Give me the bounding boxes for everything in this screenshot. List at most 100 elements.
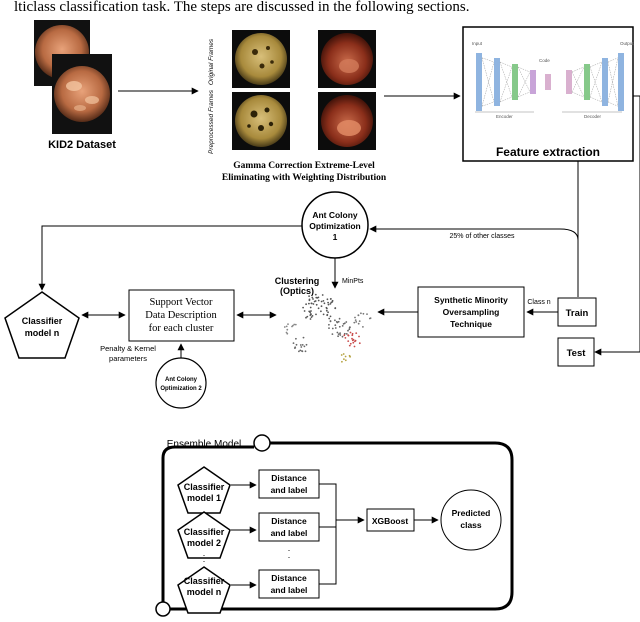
classifier-main-line2: model n bbox=[25, 328, 60, 338]
scatter-point bbox=[357, 322, 360, 325]
ensemble-classifier-n-line2: model n bbox=[187, 587, 222, 597]
scatter-point bbox=[326, 307, 328, 310]
distance-box-2-line2: and label bbox=[271, 528, 308, 538]
scatter-point bbox=[349, 331, 352, 334]
scatter-point bbox=[334, 307, 337, 310]
scatter-point bbox=[286, 328, 289, 331]
autoencoder-layer bbox=[566, 70, 572, 94]
scatter-point bbox=[362, 312, 365, 315]
autoencoder-connection bbox=[517, 91, 531, 98]
scatter-point bbox=[331, 299, 334, 302]
scatter-point bbox=[323, 302, 326, 305]
scatter-point bbox=[343, 332, 346, 335]
penalty-line2: parameters bbox=[109, 354, 147, 363]
scatter-point bbox=[342, 353, 345, 355]
autoencoder-connection bbox=[571, 66, 585, 73]
scatter-point bbox=[305, 303, 307, 306]
preprocessing-caption-line1: Gamma Correction Extreme-Level bbox=[233, 161, 375, 171]
autoencoder-layer bbox=[512, 64, 518, 100]
predicted-line1: Predicted bbox=[452, 508, 491, 518]
autoencoder-diagram: Input Output Code Encoder Decoder bbox=[472, 41, 634, 119]
scatter-point bbox=[287, 323, 289, 325]
scatter-point bbox=[305, 343, 308, 346]
scatter-point bbox=[340, 354, 343, 356]
ensemble-ellipsis-2: . bbox=[203, 554, 206, 564]
scatter-point bbox=[295, 337, 297, 340]
scatter-point bbox=[349, 326, 351, 328]
aco2-node bbox=[155, 357, 207, 409]
autoencoder-connection bbox=[499, 61, 513, 98]
autoencoder-connection bbox=[571, 91, 585, 98]
scatter-point bbox=[360, 312, 362, 315]
autoencoder-encoder-label: Encoder bbox=[496, 114, 513, 119]
distance-box-1-line2: and label bbox=[271, 485, 308, 495]
aco2-line2: Optimization 2 bbox=[160, 386, 202, 392]
scatter-point bbox=[308, 299, 311, 302]
scatter-point bbox=[301, 350, 303, 352]
scatter-point bbox=[309, 314, 312, 316]
train-box bbox=[557, 297, 597, 327]
autoencoder-connection bbox=[589, 96, 603, 103]
autoencoder-connection bbox=[517, 66, 531, 73]
row-label-preprocessed: Preprocessed Frames bbox=[208, 89, 215, 154]
autoencoder-connection bbox=[589, 61, 603, 98]
arrow-features-to-test bbox=[594, 95, 640, 356]
preprocessing-frames: Original Frames Preprocessed Frames bbox=[208, 30, 376, 154]
scatter-point bbox=[310, 310, 312, 312]
class-n-label: Class n bbox=[527, 299, 550, 306]
scatter-point bbox=[299, 349, 302, 352]
scatter-point bbox=[341, 360, 343, 363]
scatter-point bbox=[339, 334, 342, 336]
ensemble-start-node bbox=[253, 434, 271, 452]
autoencoder-connection bbox=[607, 101, 619, 107]
autoencoder-code-label: Code bbox=[539, 58, 550, 63]
scatter-point bbox=[355, 321, 358, 323]
classifier-main-line1: Classifier bbox=[22, 316, 63, 326]
other-classes-label: 25% of other classes bbox=[450, 233, 515, 240]
scatter-point bbox=[308, 295, 310, 297]
scatter-point bbox=[335, 320, 338, 323]
scatter-point bbox=[351, 332, 354, 335]
scatter-point bbox=[305, 316, 307, 319]
scatter-point bbox=[337, 320, 340, 323]
scatter-point bbox=[328, 317, 331, 320]
penalty-line1: Penalty & Kernel bbox=[100, 344, 156, 353]
ensemble-outer-line bbox=[170, 441, 514, 611]
autoencoder-connection bbox=[571, 66, 585, 93]
scatter-point bbox=[283, 326, 286, 328]
scatter-point bbox=[354, 316, 356, 319]
svdd-box bbox=[128, 289, 235, 342]
scatter-point bbox=[337, 333, 340, 335]
scatter-point bbox=[341, 325, 344, 327]
scatter-point bbox=[334, 324, 337, 327]
scatter-point bbox=[310, 302, 313, 305]
ensemble-classifier-2 bbox=[177, 511, 231, 559]
scatter-point bbox=[312, 303, 315, 305]
aco1-line1: Ant Colony bbox=[312, 210, 358, 220]
scatter-point bbox=[331, 333, 334, 335]
scatter-point bbox=[315, 313, 317, 316]
scatter-point bbox=[320, 310, 322, 313]
scatter-point bbox=[334, 327, 337, 329]
scatter-point bbox=[306, 315, 309, 318]
svdd-line3: for each cluster bbox=[149, 323, 214, 334]
scatter-point bbox=[366, 313, 368, 315]
feature-extraction-label: Feature extraction bbox=[496, 145, 600, 159]
scatter-point bbox=[328, 323, 330, 326]
scatter-point bbox=[329, 303, 332, 305]
scatter-point bbox=[326, 298, 329, 301]
scatter-point bbox=[330, 298, 332, 300]
ensemble-inner-line bbox=[161, 445, 254, 602]
classifier-model-n bbox=[4, 291, 80, 359]
row-label-original: Original Frames bbox=[208, 38, 215, 85]
distance-merge-bracket bbox=[319, 483, 337, 585]
scatter-point bbox=[347, 329, 349, 332]
scatter-point bbox=[347, 334, 350, 337]
autoencoder-connection bbox=[517, 71, 531, 98]
clustering-line1: Clustering bbox=[275, 276, 320, 286]
header-text: lticlass classification task. The steps … bbox=[14, 0, 469, 15]
test-label: Test bbox=[567, 348, 587, 359]
autoencoder-layer bbox=[602, 58, 608, 106]
clustering-line2: (Optics) bbox=[280, 286, 314, 296]
